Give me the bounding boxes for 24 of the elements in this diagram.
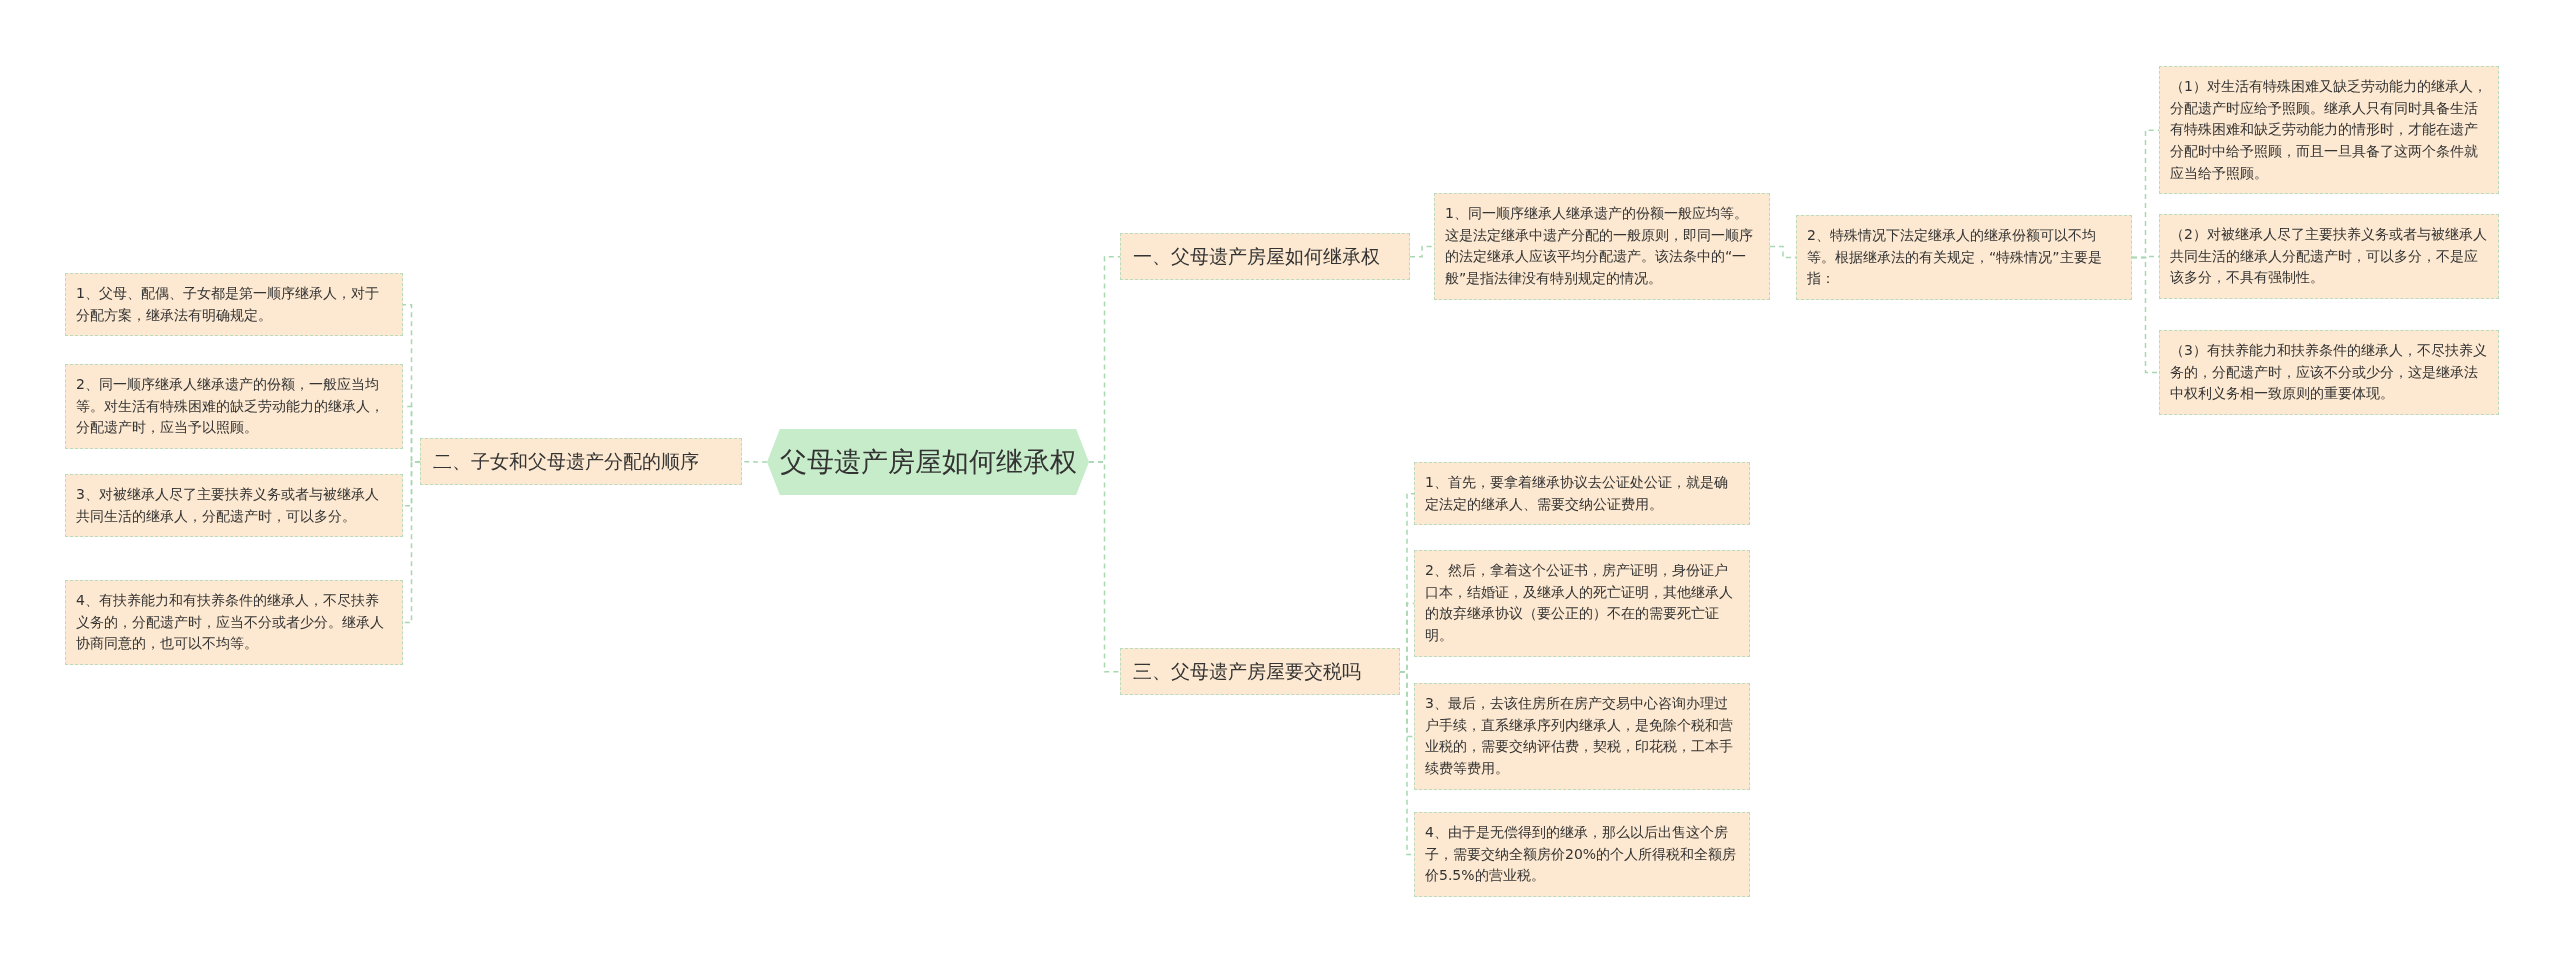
note-card: （2）对被继承人尽了主要扶养义务或者与被继承人共同生活的继承人分配遗产时，可以多分，不是应该多分，不具有强制性。 bbox=[2159, 214, 2499, 300]
note-card: 3、最后，去该住房所在房产交易中心咨询办理过户手续，直系继承序列内继承人，是免除个税和营业税的，需要交纳评估费，契税，印花税，工本手续费等费用。 bbox=[1414, 683, 1750, 790]
connector-line bbox=[402, 460, 421, 624]
connector-line bbox=[2131, 256, 2160, 374]
note-card: 2、特殊情况下法定继承人的继承份额可以不均等。根据继承法的有关规定，“特殊情况”主要是指： bbox=[1796, 215, 2132, 301]
central-topic bbox=[767, 429, 1089, 495]
note-card: （3）有扶养能力和扶养条件的继承人，不尽扶养义务的，分配遗产时，应该不分或少分，这是继承法中权利义务相一致原则的重要体现。 bbox=[2159, 330, 2499, 416]
note-card: 1、首先，要拿着继承协议去公证处公证，就是确定法定的继承人、需要交纳公证费用。 bbox=[1414, 462, 1750, 526]
topic-text: 父母遗产房屋如何继承权 bbox=[779, 445, 1077, 480]
note-card: 4、由于是无偿得到的继承，那么以后出售这个房子，需要交纳全额房价20%的个人所得税和全额房价5.5%的营业税。 bbox=[1414, 812, 1750, 898]
note-card: 4、有扶养能力和有扶养条件的继承人，不尽扶养义务的，分配遗产时，应当不分或者少分。继承人协商同意的，也可以不均等。 bbox=[65, 580, 403, 666]
connector-line bbox=[741, 460, 768, 463]
branch-topic: 一、父母遗产房屋如何继承权 bbox=[1120, 233, 1410, 281]
note-card: 2、然后，拿着这个公证书，房产证明，身份证户口本，结婚证，及继承人的死亡证明，其他继承人的放弃继承协议（要公正的）不在的需要死亡证明。 bbox=[1414, 550, 1750, 657]
branch-topic: 三、父母遗产房屋要交税吗 bbox=[1120, 648, 1400, 696]
note-card: 2、同一顺序继承人继承遗产的份额，一般应当均等。对生活有特殊困难的缺乏劳动能力的继承人，分配遗产时，应当予以照顾。 bbox=[65, 364, 403, 450]
connector-line bbox=[1088, 461, 1121, 673]
branch-topic: 二、子女和父母遗产分配的顺序 bbox=[420, 438, 742, 486]
note-card: 3、对被继承人尽了主要扶养义务或者与被继承人共同生活的继承人，分配遗产时，可以多分。 bbox=[65, 474, 403, 538]
note-card: （1）对生活有特殊困难又缺乏劳动能力的继承人，分配遗产时应给予照顾。继承人只有同时具备生活有特殊困难和缺乏劳动能力的情形时，才能在遗产分配时中给予照顾，而且一旦具备了这两个条件就应当给予照顾。 bbox=[2159, 66, 2499, 195]
note-card: 1、父母、配偶、子女都是第一顺序继承人，对于分配方案，继承法有明确规定。 bbox=[65, 273, 403, 337]
note-card: 1、同一顺序继承人继承遗产的份额一般应均等。这是法定继承中遗产分配的一般原则，即同一顺序的法定继承人应该平均分配遗产。该法条中的“一般”是指法律没有特别规定的情况。 bbox=[1434, 193, 1770, 300]
connector-line bbox=[1769, 245, 1797, 259]
connector-line bbox=[1409, 245, 1435, 258]
